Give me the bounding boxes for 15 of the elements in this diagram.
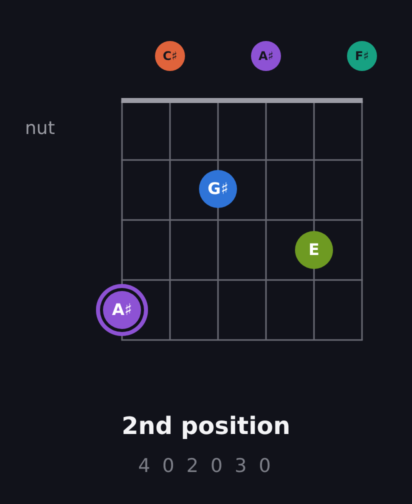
open-string-marker <box>347 41 377 71</box>
note-name: G♯ <box>208 181 228 197</box>
nut-label: nut <box>25 119 55 140</box>
note-marker <box>295 231 333 269</box>
position-title: 2nd position <box>122 413 290 441</box>
root-note-marker <box>96 284 148 336</box>
open-string-marker <box>251 41 281 71</box>
note-marker <box>199 170 237 208</box>
note-name: C♯ <box>162 50 178 62</box>
note-name: A♯ <box>112 302 132 318</box>
fingering-numbers: 4 0 2 0 3 0 <box>138 456 274 478</box>
note-name: A♯ <box>258 50 274 62</box>
open-string-marker <box>155 41 185 71</box>
note-name: E <box>308 242 320 258</box>
note-name: F♯ <box>354 50 369 62</box>
